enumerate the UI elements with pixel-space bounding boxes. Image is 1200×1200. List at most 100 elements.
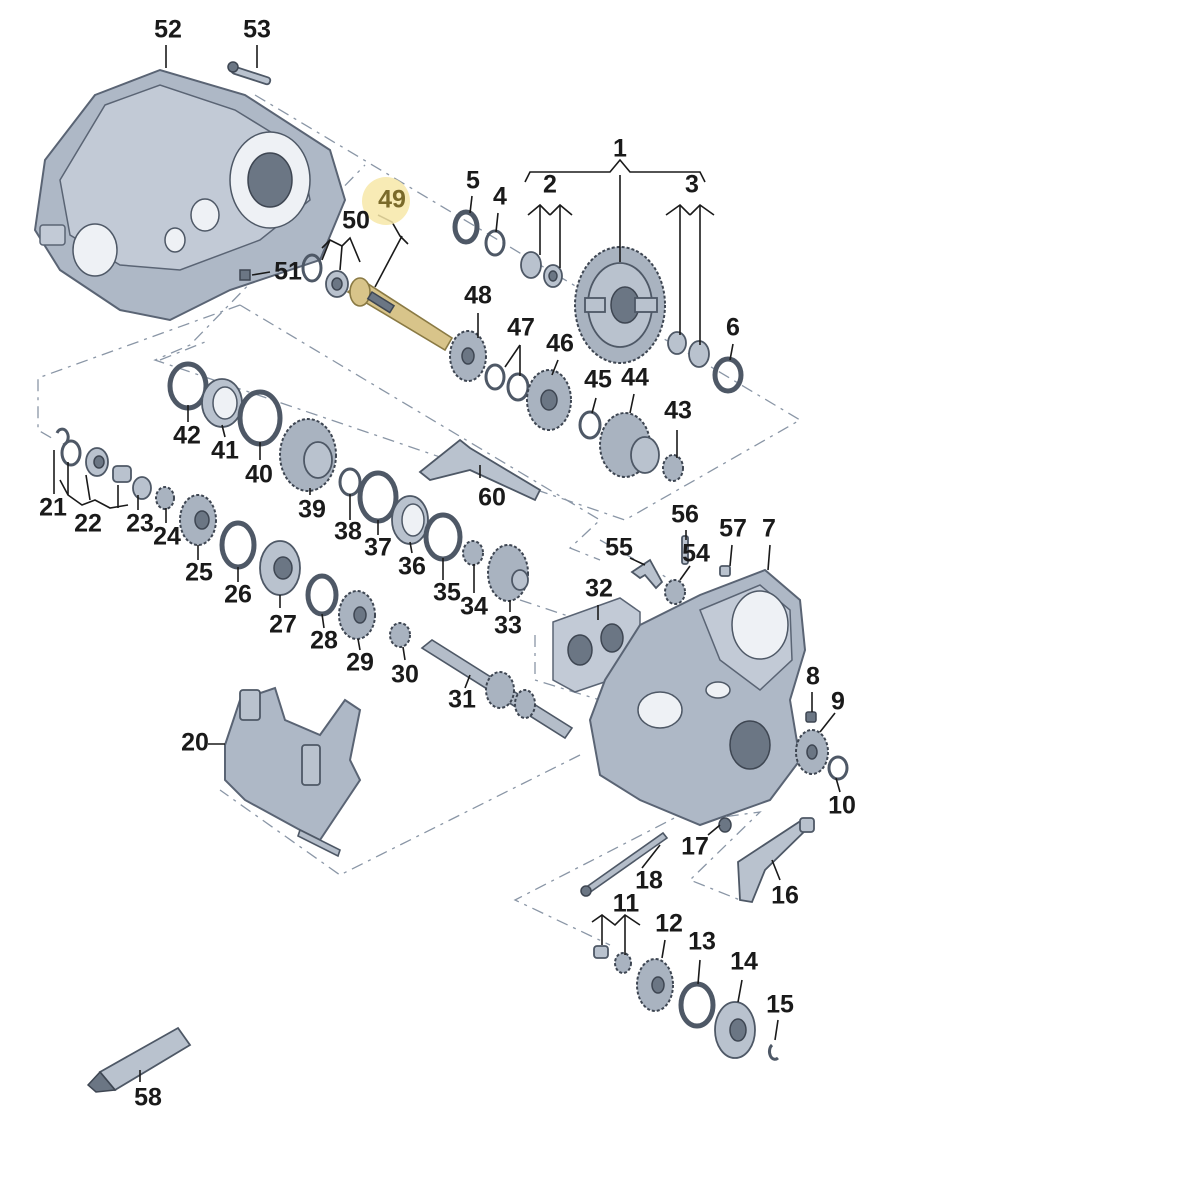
label-33: 33 xyxy=(494,612,522,640)
label-14: 14 xyxy=(730,948,758,976)
label-40: 40 xyxy=(245,461,273,489)
ring-38 xyxy=(338,467,362,497)
gearbox-housing-7 xyxy=(588,568,807,827)
label-16: 16 xyxy=(771,882,799,910)
leader-lines xyxy=(53,45,841,1082)
bearing-22 xyxy=(85,447,109,477)
input-shaft xyxy=(346,277,454,352)
ring-6 xyxy=(712,356,744,394)
gear-44 xyxy=(599,412,660,478)
bearing-30 xyxy=(389,622,411,648)
label-9: 9 xyxy=(831,688,845,716)
label-17: 17 xyxy=(681,833,709,861)
bearing-24 xyxy=(155,486,175,510)
bolt-53 xyxy=(227,61,272,86)
bolt-8 xyxy=(805,711,817,723)
label-36: 36 xyxy=(398,553,426,581)
label-48: 48 xyxy=(464,282,492,310)
bearing-43 xyxy=(662,454,684,482)
label-27: 27 xyxy=(269,611,297,639)
label-47: 47 xyxy=(507,314,535,342)
label-46: 46 xyxy=(546,330,574,358)
label-22: 22 xyxy=(74,510,102,538)
bearing-3 xyxy=(667,331,710,368)
ring-23 xyxy=(132,476,152,500)
ring-4 xyxy=(484,229,506,257)
differential xyxy=(574,246,666,364)
ring-13 xyxy=(678,981,716,1029)
shift-fork-16 xyxy=(737,817,815,904)
label-12: 12 xyxy=(655,910,683,938)
label-25: 25 xyxy=(185,559,213,587)
label-11: 11 xyxy=(613,890,640,918)
gear-46 xyxy=(526,369,572,431)
ring-5 xyxy=(452,209,480,245)
label-43: 43 xyxy=(664,397,692,425)
bearing-27 xyxy=(259,540,301,596)
label-57: 57 xyxy=(719,515,747,543)
label-49: 49 xyxy=(378,186,406,214)
label-26: 26 xyxy=(224,581,252,609)
bush-11 xyxy=(593,945,609,959)
circlip-15 xyxy=(768,1043,780,1061)
label-6: 6 xyxy=(726,314,740,342)
label-45: 45 xyxy=(584,366,612,394)
label-35: 35 xyxy=(433,579,461,607)
plug-57 xyxy=(719,565,731,577)
label-24: 24 xyxy=(153,523,181,551)
label-56: 56 xyxy=(671,501,699,529)
label-44: 44 xyxy=(621,364,649,392)
label-3: 3 xyxy=(685,171,699,199)
ring-37 xyxy=(357,470,399,524)
ring-41 xyxy=(201,378,243,428)
gear-33 xyxy=(487,544,529,602)
label-10: 10 xyxy=(828,792,856,820)
shift-lever-55 xyxy=(630,558,664,590)
label-29: 29 xyxy=(346,649,374,677)
circlip-10 xyxy=(827,755,849,781)
gear-39 xyxy=(279,418,337,492)
label-8: 8 xyxy=(806,663,820,691)
gear-12 xyxy=(636,958,674,1012)
label-31: 31 xyxy=(448,686,476,714)
ring-40 xyxy=(237,389,283,447)
selector-assembly-20 xyxy=(224,686,362,858)
label-50: 50 xyxy=(342,207,370,235)
callout-labels: 52 53 1 2 3 5 4 49 50 51 48 47 6 46 45 4… xyxy=(39,16,856,1112)
output-shaft-31 xyxy=(420,639,574,740)
label-41: 41 xyxy=(211,437,239,465)
label-30: 30 xyxy=(391,661,419,689)
label-21: 21 xyxy=(39,494,67,522)
bearing-14 xyxy=(714,1001,756,1059)
bolt-56 xyxy=(681,535,689,565)
gear-48 xyxy=(449,330,487,382)
label-53: 53 xyxy=(243,16,271,44)
label-60: 60 xyxy=(478,484,506,512)
bearing-54 xyxy=(664,579,686,605)
label-38: 38 xyxy=(334,518,362,546)
rings-47 xyxy=(484,363,530,402)
bearing-50 xyxy=(301,253,349,298)
ring-45 xyxy=(578,410,602,440)
ring-22 xyxy=(60,439,82,467)
label-1: 1 xyxy=(613,135,627,163)
label-32: 32 xyxy=(585,575,613,603)
bearing-2 xyxy=(520,251,563,288)
label-55: 55 xyxy=(605,534,633,562)
label-5: 5 xyxy=(466,167,480,195)
ring-36 xyxy=(391,495,429,545)
bearing-11 xyxy=(614,952,632,974)
bearing-34 xyxy=(462,540,484,566)
label-52: 52 xyxy=(154,16,182,44)
label-18: 18 xyxy=(635,867,663,895)
ring-28 xyxy=(305,573,339,617)
label-2: 2 xyxy=(543,171,557,199)
label-23: 23 xyxy=(126,510,154,538)
bolt-17 xyxy=(718,817,732,833)
label-4: 4 xyxy=(493,183,507,211)
label-42: 42 xyxy=(173,422,201,450)
label-28: 28 xyxy=(310,627,338,655)
label-58: 58 xyxy=(134,1084,162,1112)
rod-18 xyxy=(580,831,669,897)
